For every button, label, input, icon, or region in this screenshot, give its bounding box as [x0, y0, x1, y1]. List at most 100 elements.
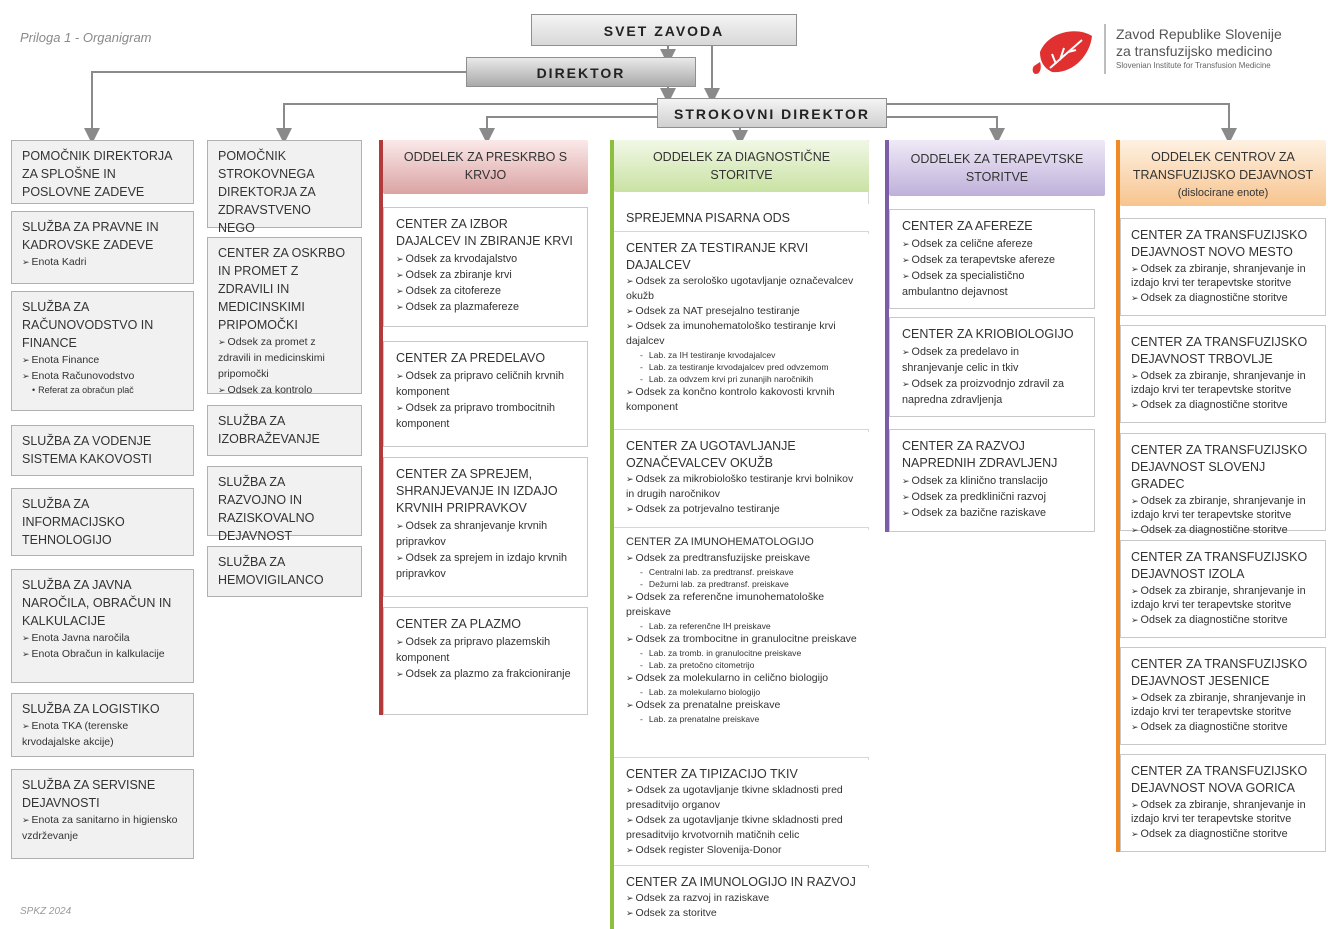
institute-logo: Zavod Republike Slovenije za transfuzijs…: [1030, 22, 1320, 82]
section-title: CENTER ZA TESTIRANJE KRVI DAJALCEV: [626, 241, 809, 272]
center-item: Odsek za zbiranje, shranjevanje in izdaj…: [1131, 262, 1315, 290]
center-title: CENTER ZA PLAZMO: [396, 617, 522, 631]
dept-supply-column: [379, 140, 588, 715]
director-box: DIREKTOR: [466, 57, 696, 87]
supply-center-3: CENTER ZA PLAZMO Odsek za pripravo plaze…: [383, 607, 588, 715]
diag-section-4: CENTER ZA TIPIZACIJO TKIV Odsek za ugota…: [614, 760, 869, 866]
section-item: Odsek za ugotavljanje tkivne skladnosti …: [626, 783, 857, 813]
section-title: CENTER ZA IMUNOLOGIJO IN RAZVOJ: [626, 875, 856, 889]
therapy-center-0: CENTER ZA AFEREZE Odsek za celične afere…: [889, 209, 1095, 309]
center-item: Odsek za pripravo trombocitnih komponent: [396, 400, 575, 432]
center-item: Odsek za pripravo celičnih krvnih kompon…: [396, 368, 575, 400]
box-title: SLUŽBA ZA INFORMACIJSKO TEHNOLOGIJO: [22, 497, 125, 547]
transfusion-center-3: CENTER ZA TRANSFUZIJSKO DEJAVNOST IZOLA …: [1120, 540, 1326, 638]
dept-therapy-header: ODDELEK ZA TERAPEVTSKE STORITVE: [889, 140, 1105, 196]
dept-title: ODDELEK ZA DIAGNOSTIČNE STORITVE: [652, 150, 831, 182]
box-item: Enota Javna naročila: [22, 630, 183, 646]
section-item: Odsek za trombocitne in granulocitne pre…: [626, 632, 857, 647]
dept-title: ODDELEK CENTROV ZA TRANSFUZIJSKO DEJAVNO…: [1132, 150, 1314, 182]
center-item: Odsek za citofereze: [396, 283, 575, 299]
prof-director-box: STROKOVNI DIREKTOR: [657, 98, 887, 128]
supply-center-2: CENTER ZA SPREJEM, SHRANJEVANJE IN IZDAJ…: [383, 457, 588, 597]
section-item: Odsek za predtransfuzijske preiskave: [626, 551, 857, 566]
section-item: Odsek za potrjevalno testiranje: [626, 502, 857, 517]
section-item: Odsek register Slovenija-Donor: [626, 843, 857, 858]
lab-item: Lab. za odvzem krvi pri zunanjih naročni…: [626, 373, 857, 385]
center-title: CENTER ZA TRANSFUZIJSKO DEJAVNOST NOVA G…: [1131, 764, 1308, 795]
box-title: SLUŽBA ZA RAZVOJNO IN RAZISKOVALNO DEJAV…: [218, 475, 315, 543]
supply-center-1: CENTER ZA PREDELAVO Odsek za pripravo ce…: [383, 341, 588, 447]
section-title: CENTER ZA TIPIZACIJO TKIV: [626, 767, 798, 781]
therapy-center-2: CENTER ZA RAZVOJ NAPREDNIH ZDRAVLJENJ Od…: [889, 429, 1095, 532]
box-title: SLUŽBA ZA RAČUNOVODSTVO IN FINANCE: [22, 300, 154, 350]
transfusion-center-4: CENTER ZA TRANSFUZIJSKO DEJAVNOST JESENI…: [1120, 647, 1326, 745]
center-item: Odsek za celične afereze: [902, 236, 1082, 252]
blood-drop-leaf-icon: [1032, 31, 1092, 74]
section-item: Odsek za prenatalne preiskave: [626, 698, 857, 713]
left-box-3: SLUŽBA ZA VODENJE SISTEMA KAKOVOSTI: [11, 425, 194, 476]
dept-supply-header: ODDELEK ZA PRESKRBO S KRVJO: [383, 140, 588, 194]
section-item: Odsek za referenčne imunohematološke pre…: [626, 590, 857, 620]
box-item: Enota TKA (terenske krvodajalske akcije): [22, 718, 183, 750]
center-title: CENTER ZA AFEREZE: [902, 219, 1033, 233]
center-item: Odsek za specialistično ambulantno dejav…: [902, 268, 1082, 300]
transfusion-center-1: CENTER ZA TRANSFUZIJSKO DEJAVNOST TRBOVL…: [1120, 325, 1326, 423]
box-title: SLUŽBA ZA IZOBRAŽEVANJE: [218, 414, 320, 446]
center-item: Odsek za zbiranje, shranjevanje in izdaj…: [1131, 798, 1315, 826]
second-box-4: SLUŽBA ZA HEMOVIGILANCO: [207, 546, 362, 597]
left-box-0: POMOČNIK DIREKTORJA ZA SPLOŠNE IN POSLOV…: [11, 140, 194, 204]
center-item: Odsek za plazmo za frakcioniranje: [396, 666, 575, 682]
center-item: Odsek za bazične raziskave: [902, 505, 1082, 521]
box-title: SLUŽBA ZA PRAVNE IN KADROVSKE ZADEVE: [22, 220, 159, 252]
lab-item: Lab. za IH testiranje krvodajalcev: [626, 349, 857, 361]
center-title: CENTER ZA TRANSFUZIJSKO DEJAVNOST SLOVEN…: [1131, 443, 1308, 491]
box-title: SLUŽBA ZA VODENJE SISTEMA KAKOVOSTI: [22, 434, 152, 466]
box-item: Odsek za kontrolo: [218, 382, 351, 398]
center-item: Odsek za zbiranje, shranjevanje in izdaj…: [1131, 584, 1315, 612]
center-item: Odsek za plazmafereze: [396, 299, 575, 315]
section-item: Odsek za končno kontrolo kakovosti krvni…: [626, 385, 857, 415]
box-item: Enota Obračun in kalkulacije: [22, 646, 183, 662]
box-title: SLUŽBA ZA HEMOVIGILANCO: [218, 555, 324, 587]
dept-centers-column: [1116, 140, 1326, 852]
center-item: Odsek za shranjevanje krvnih pripravkov: [396, 518, 575, 550]
diag-section-2: CENTER ZA UGOTAVLJANJE OZNAČEVALCEV OKUŽ…: [614, 432, 869, 528]
center-item: Odsek za zbiranje, shranjevanje in izdaj…: [1131, 494, 1315, 522]
transfusion-center-5: CENTER ZA TRANSFUZIJSKO DEJAVNOST NOVA G…: [1120, 754, 1326, 852]
box-item: Enota Finance: [22, 352, 183, 368]
dept-subtitle: (dislocirane enote): [1177, 187, 1269, 199]
center-item: Odsek za diagnostične storitve: [1131, 826, 1315, 842]
director-label: DIREKTOR: [536, 65, 626, 81]
box-title: CENTER ZA OSKRBO IN PROMET Z ZDRAVILI IN…: [218, 246, 346, 332]
center-item: Odsek za diagnostične storitve: [1131, 290, 1315, 306]
second-box-0: POMOČNIK STROKOVNEGA DIREKTORJA ZA ZDRAV…: [207, 140, 362, 235]
left-box-7: SLUŽBA ZA SERVISNE DEJAVNOSTI Enota za s…: [11, 769, 194, 859]
center-title: CENTER ZA IZBOR DAJALCEV IN ZBIRANJE KRV…: [396, 217, 573, 248]
section-item: Odsek za serološko ugotavljanje označeva…: [626, 274, 857, 304]
diag-section-1: CENTER ZA TESTIRANJE KRVI DAJALCEV Odsek…: [614, 234, 869, 430]
diag-section-5: CENTER ZA IMUNOLOGIJO IN RAZVOJ Odsek za…: [614, 868, 869, 929]
diag-section-0: SPREJEMNA PISARNA ODS: [614, 204, 869, 232]
lab-item: Lab. za tromb. in granulocitne preiskave: [626, 647, 857, 659]
second-box-2: SLUŽBA ZA IZOBRAŽEVANJE: [207, 405, 362, 456]
second-box-1: CENTER ZA OSKRBO IN PROMET Z ZDRAVILI IN…: [207, 237, 362, 396]
box-item: Enota za sanitarno in higiensko vzdrževa…: [22, 812, 183, 844]
section-title: CENTER ZA IMUNOHEMATOLOGIJO: [626, 536, 814, 548]
box-subitem: Referat za obračun plač: [22, 384, 183, 397]
center-title: CENTER ZA SPREJEM, SHRANJEVANJE IN IZDAJ…: [396, 467, 558, 515]
section-item: Odsek za NAT presejalno testiranje: [626, 304, 857, 319]
box-title: SLUŽBA ZA LOGISTIKO: [22, 702, 160, 716]
supply-center-0: CENTER ZA IZBOR DAJALCEV IN ZBIRANJE KRV…: [383, 207, 588, 327]
lab-item: Lab. za prenatalne preiskave: [626, 713, 857, 725]
lab-item: Dežurni lab. za predtransf. preiskave: [626, 578, 857, 590]
box-title: SLUŽBA ZA SERVISNE DEJAVNOSTI: [22, 778, 156, 810]
logo-line-2: za transfuzijsko medicino: [1116, 43, 1273, 59]
section-title: SPREJEMNA PISARNA ODS: [626, 211, 790, 225]
lab-item: Lab. za pretočno citometrijo: [626, 659, 857, 671]
left-box-6: SLUŽBA ZA LOGISTIKO Enota TKA (terenske …: [11, 693, 194, 757]
prof-director-label: STROKOVNI DIREKTOR: [674, 106, 870, 122]
logo-line-3: Slovenian Institute for Transfusion Medi…: [1116, 61, 1271, 70]
left-box-4: SLUŽBA ZA INFORMACIJSKO TEHNOLOGIJO: [11, 488, 194, 556]
transfusion-center-2: CENTER ZA TRANSFUZIJSKO DEJAVNOST SLOVEN…: [1120, 433, 1326, 536]
